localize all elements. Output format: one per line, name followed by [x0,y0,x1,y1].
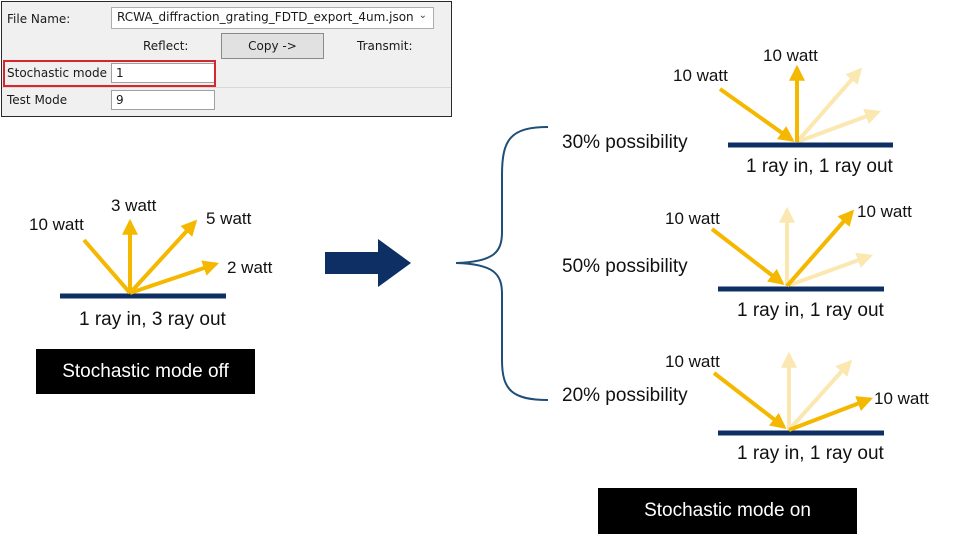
reflect-label: Reflect: [143,39,189,53]
case-1-incoming-ray [718,87,795,142]
case-3-possibility: 20% possibility [562,385,688,406]
chevron-down-icon[interactable]: ⌄ [418,10,427,21]
file-name-dropdown[interactable]: RCWA_diffraction_grating_FDTD_export_4um… [111,7,434,29]
stochastic-mode-highlight [3,60,216,87]
stochastic-off-label: Stochastic mode off [36,349,255,394]
case-3-outgoing-ray [788,396,873,432]
test-mode-label: Test Mode [7,93,68,107]
row-divider [2,87,451,88]
case-2-faded-ray-2 [786,252,874,288]
case-1-faded-ray-1 [795,67,863,144]
off-incoming-ray [82,238,132,295]
case-1-outgoing-label: 10 watt [763,46,818,65]
case-1-incoming-label: 10 watt [673,66,728,85]
stochastic-off-text: Stochastic mode off [62,360,229,382]
case-2-incoming-ray [710,227,785,285]
off-ray-out-2-label: 5 watt [206,209,252,228]
transmit-label: Transmit: [357,39,413,53]
off-ray-out-1-label: 3 watt [111,196,157,215]
case-1-possibility: 30% possibility [562,132,688,153]
off-mode-diagram [60,218,226,299]
off-ray-out-3 [129,260,220,295]
copy-button[interactable]: Copy -> [221,33,324,59]
stochastic-on-text: Stochastic mode on [644,500,811,521]
file-name-label: File Name: [7,12,71,26]
case-2-incoming-label: 10 watt [665,209,720,228]
off-ray-out-3-label: 2 watt [227,258,273,277]
case-3-incoming-ray [712,371,787,429]
case-1-diagram [718,64,893,148]
case-2-caption: 1 ray in, 1 ray out [737,300,884,321]
case-3-caption: 1 ray in, 1 ray out [737,443,884,464]
case-3-faded-ray-2 [787,359,853,432]
curly-bracket [455,126,549,401]
test-mode-input[interactable] [111,90,215,110]
settings-dialog: File Name: RCWA_diffraction_grating_FDTD… [1,1,452,117]
case-3-incoming-label: 10 watt [665,352,720,371]
file-name-value: RCWA_diffraction_grating_FDTD_export_4um… [117,10,414,24]
case-1-caption: 1 ray in, 1 ray out [746,156,893,177]
case-3-diagram [712,351,884,436]
off-incoming-label: 10 watt [29,215,84,234]
stochastic-mode-label: Stochastic mode [7,66,107,80]
case-1-faded-ray-2 [796,108,882,144]
case-3-outgoing-label: 10 watt [874,389,929,408]
case-2-outgoing-label: 10 watt [857,202,912,221]
stochastic-on-label: Stochastic mode on [598,488,857,534]
transition-arrow [325,239,411,287]
case-2-diagram [710,206,884,292]
off-ray-out-2 [128,219,198,295]
case-2-outgoing-ray [785,209,855,288]
off-caption: 1 ray in, 3 ray out [79,309,226,330]
stochastic-mode-input[interactable] [111,63,215,83]
case-2-possibility: 50% possibility [562,256,688,277]
